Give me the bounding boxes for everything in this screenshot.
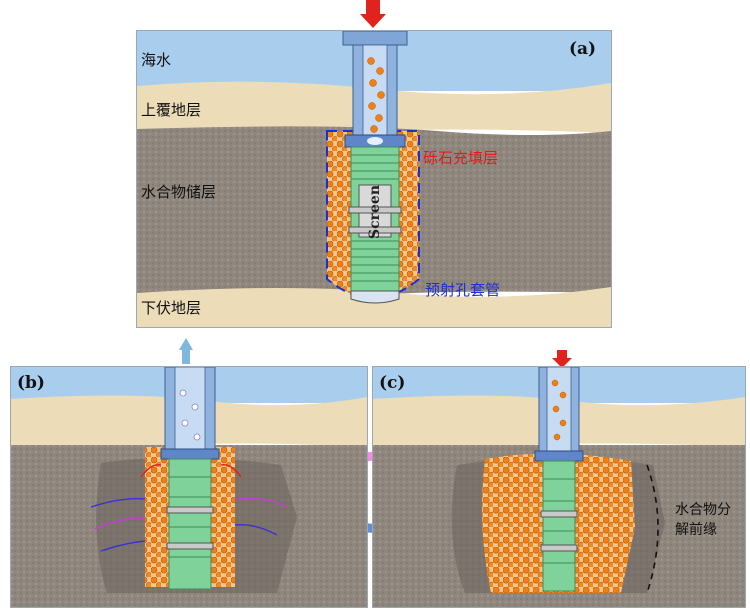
label-perforated-casing: 预射孔套管 [425, 281, 501, 299]
production-arrow-b [179, 338, 193, 364]
wellhead [342, 31, 408, 46]
panel-c: (c) 水合物分 解前缘 [372, 366, 746, 608]
panel-a-tag: (a) [569, 39, 597, 59]
underburden-layer [137, 287, 611, 327]
label-front-line1: 水合物分 [675, 502, 731, 518]
panel-c-scene [373, 367, 745, 607]
label-front-line2: 解前缘 [675, 522, 717, 538]
panel-b-tag: (b) [17, 373, 45, 393]
decomposition-front-line [646, 464, 659, 594]
label-gravel-pack: 砾石充填层 [423, 149, 499, 167]
label-underburden: 下伏地层 [141, 299, 202, 317]
label-seawater: 海水 [141, 51, 172, 69]
panel-c-tag: (c) [379, 373, 406, 393]
label-screen: Screen [367, 184, 383, 239]
injection-arrow-a [360, 0, 386, 28]
label-overburden: 上覆地层 [141, 101, 202, 119]
label-hydrate-reservoir: 水合物储层 [141, 183, 217, 201]
panel-a-scene [137, 31, 611, 327]
panel-a: (a) 海水 上覆地层 水合物储层 下伏地层 砾石充填层 预射孔套管 Scree… [136, 30, 612, 328]
gravel-in-pipe [367, 57, 385, 133]
panel-b-scene [11, 367, 367, 607]
panel-b: (b) [10, 366, 368, 608]
